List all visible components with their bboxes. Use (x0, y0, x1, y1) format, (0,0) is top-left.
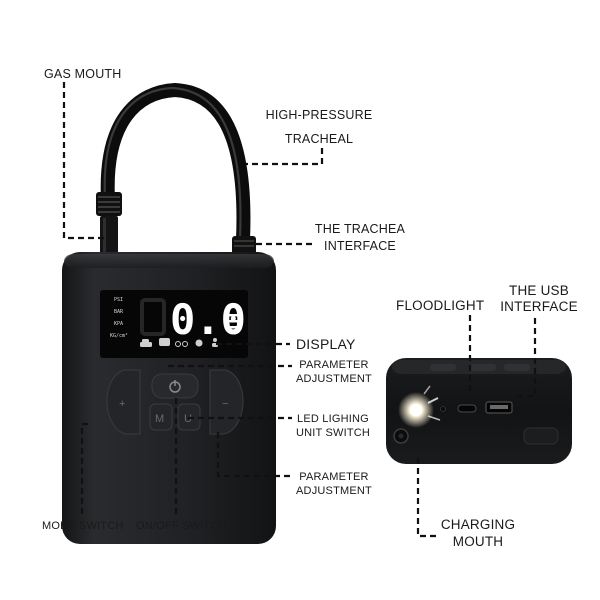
on-off-switch-label: ON/OFF SWITCH (136, 519, 227, 534)
display-text: DISPLAY (296, 336, 356, 352)
leader-lines (62, 82, 537, 538)
gas-mouth-leader (62, 82, 104, 240)
led-switch-line2: UNIT SWITCH (295, 427, 371, 439)
lcd-reading: 0.0 (170, 295, 246, 344)
param-adj-bottom-label: PARAMETER ADJUSTMENT (292, 470, 376, 498)
lcd-unit-bar: BAR (114, 309, 124, 315)
trachea-interface-line2: INTERFACE (324, 239, 396, 253)
trachea-interface-line1: THE TRACHEA (314, 222, 406, 236)
mode-switch-leader (80, 422, 88, 516)
car-icon (140, 339, 152, 347)
power-icon (169, 380, 181, 393)
lcd-unit-psi: PSI (114, 297, 123, 303)
motorcycle-icon (159, 338, 170, 346)
inflator-device-side (386, 358, 572, 464)
high-pressure-line2: TRACHEAL (284, 132, 354, 146)
param-adj-top-line1: PARAMETER (299, 359, 369, 371)
usb-interface-label: THE USB INTERFACE (498, 283, 580, 315)
param-adj-bottom-leader (216, 432, 292, 478)
param-adj-bottom-line1: PARAMETER (299, 471, 369, 483)
usb-interface-line1: THE USB (509, 283, 569, 298)
trachea-interface-connector (232, 236, 256, 256)
gas-mouth-label: GAS MOUTH (44, 67, 122, 82)
minus-button-label: − (222, 398, 228, 410)
charging-leader (416, 458, 436, 538)
ball-icon (195, 339, 203, 347)
led-switch-line1: LED LIGHING (297, 413, 369, 425)
display-label: DISPLAY (296, 337, 356, 352)
bicycle-icon (175, 341, 188, 347)
charging-mouth-line1: CHARGING (440, 517, 516, 532)
plus-button[interactable] (106, 369, 141, 435)
param-adj-bottom-line2: ADJUSTMENT (296, 485, 372, 497)
usb-leader (514, 318, 537, 398)
plus-button-label: + (119, 398, 125, 410)
lcd-unit-kpa: KPA (114, 321, 123, 327)
usb-interface-line2: INTERFACE (500, 299, 578, 314)
on-off-switch-text: ON/OFF SWITCH (136, 520, 227, 532)
high-pressure-hose (100, 82, 251, 247)
mode-button[interactable] (149, 403, 173, 431)
inflator-device-front: PSI BAR KPA KG/cm² 0.0 (62, 252, 276, 544)
floodlight-label: FLOODLIGHT (396, 298, 484, 313)
high-pressure-line1: HIGH-PRESSURE (265, 108, 373, 122)
high-pressure-leader (246, 148, 324, 166)
lcd-mode-icons (140, 338, 218, 347)
usb-c-port (457, 404, 477, 413)
charging-mouth-label: CHARGING MOUTH (430, 516, 526, 550)
gas-mouth-text: GAS MOUTH (44, 67, 122, 81)
gas-mouth-connector (96, 192, 122, 256)
charging-mouth-line2: MOUTH (452, 534, 504, 549)
high-pressure-label: HIGH-PRESSURE TRACHEAL (256, 108, 382, 147)
trachea-interface-label: THE TRACHEA INTERFACE (300, 222, 420, 254)
lcd-unit-kgcm: KG/cm² (110, 333, 128, 339)
mode-button-label: M (155, 413, 164, 425)
param-adj-top-line2: ADJUSTMENT (296, 373, 372, 385)
param-adj-top-label: PARAMETER ADJUSTMENT (292, 358, 376, 386)
led-switch-label: LED LIGHING UNIT SWITCH (290, 412, 376, 440)
mode-switch-label: MODE SWITCH (42, 519, 124, 534)
mode-switch-text: MODE SWITCH (42, 520, 124, 532)
lcd-display (100, 290, 248, 358)
floodlight-text: FLOODLIGHT (396, 298, 485, 313)
